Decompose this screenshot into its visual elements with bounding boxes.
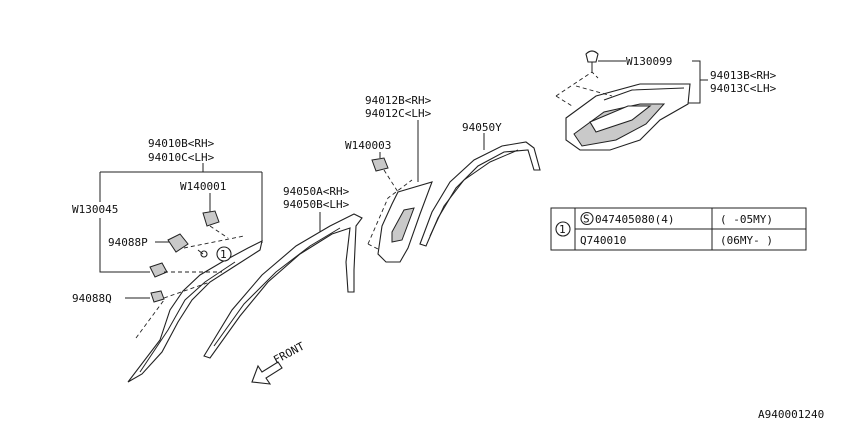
rear-quarter-edge — [603, 87, 685, 101]
callout-number: 1 — [220, 248, 227, 261]
assembly-line-5 — [135, 299, 165, 339]
table-row2-part: Q740010 — [580, 234, 626, 247]
weatherstrip-front-inner — [213, 227, 341, 347]
rear-quarter-trim-panel — [573, 103, 666, 147]
weatherstrip-front-group: 94050A<RH> 94050B<LH> — [203, 185, 363, 359]
table-row1-range: ( -05MY) — [720, 213, 773, 226]
front-direction-indicator: FRONT — [251, 339, 307, 385]
rear-quarter-window-opening — [589, 105, 652, 133]
table-index-number: 1 — [559, 223, 566, 236]
label-94012b: 94012B<RH> — [365, 94, 432, 107]
diagram-code: A940001240 — [758, 408, 824, 421]
assembly-line-2 — [183, 235, 245, 249]
assembly-line-4 — [163, 281, 211, 299]
fastener-w130099 — [585, 50, 599, 63]
label-w130045: W130045 — [72, 203, 118, 216]
b-pillar-trim-group: 94012B<RH> 94012C<LH> W140003 — [345, 94, 433, 263]
table-row2-range: (06MY- ) — [720, 234, 773, 247]
rear-quarter-trim-group: W130099 94013B<RH> 94013C<LH> — [555, 50, 777, 151]
clip-w140003 — [371, 157, 389, 172]
screw-shank — [197, 249, 204, 255]
weatherstrip-rear-group: 94050Y — [419, 121, 541, 247]
label-94088q: 94088Q — [72, 292, 112, 305]
label-94088p: 94088P — [108, 236, 148, 249]
label-94012c: 94012C<LH> — [365, 107, 432, 120]
clip-94088p-lower — [149, 262, 168, 278]
label-front: FRONT — [271, 339, 307, 366]
b-pillar-assembly-line — [383, 169, 399, 193]
table-index-circle — [555, 221, 571, 237]
screw — [200, 250, 208, 258]
label-94013c: 94013C<LH> — [710, 82, 777, 95]
a-pillar-trim — [127, 239, 263, 383]
label-94050b: 94050B<LH> — [283, 198, 350, 211]
label-94050a: 94050A<RH> — [283, 185, 350, 198]
clip-94088q — [150, 290, 165, 303]
label-94013b: 94013B<RH> — [710, 69, 777, 82]
label-w140001: W140001 — [180, 180, 226, 193]
table-row1-part: 047405080(4) — [595, 213, 674, 226]
part-variant-table: 1 S 047405080(4) ( -05MY) Q740010 (06MY-… — [550, 207, 807, 251]
weatherstrip-rear — [419, 141, 541, 247]
label-w130099: W130099 — [626, 55, 672, 68]
label-94010b: 94010B<RH> — [148, 137, 215, 150]
label-w140003: W140003 — [345, 139, 391, 152]
b-pillar-dashed-outline — [367, 179, 413, 251]
table-row1-prefix-circle — [580, 211, 594, 226]
table-row1-prefix: S — [583, 213, 590, 226]
label-94050y: 94050Y — [462, 121, 502, 134]
clip-w140001 — [202, 210, 220, 227]
leader-94010 — [99, 163, 263, 273]
callout-circle — [216, 246, 232, 262]
b-pillar-recess — [391, 207, 415, 243]
label-94010c: 94010C<LH> — [148, 151, 215, 164]
weatherstrip-rear-inner — [429, 149, 519, 237]
a-pillar-trim-group: 1 94010B<RH> 94010C<LH> W140001 W130045 … — [72, 137, 263, 383]
weatherstrip-front — [203, 213, 363, 359]
a-pillar-trim-edge — [139, 261, 236, 373]
table-grid-lines — [574, 208, 806, 250]
clip-94088p — [167, 233, 189, 253]
assembly-line-1 — [209, 225, 229, 239]
front-arrow-icon — [251, 361, 283, 385]
